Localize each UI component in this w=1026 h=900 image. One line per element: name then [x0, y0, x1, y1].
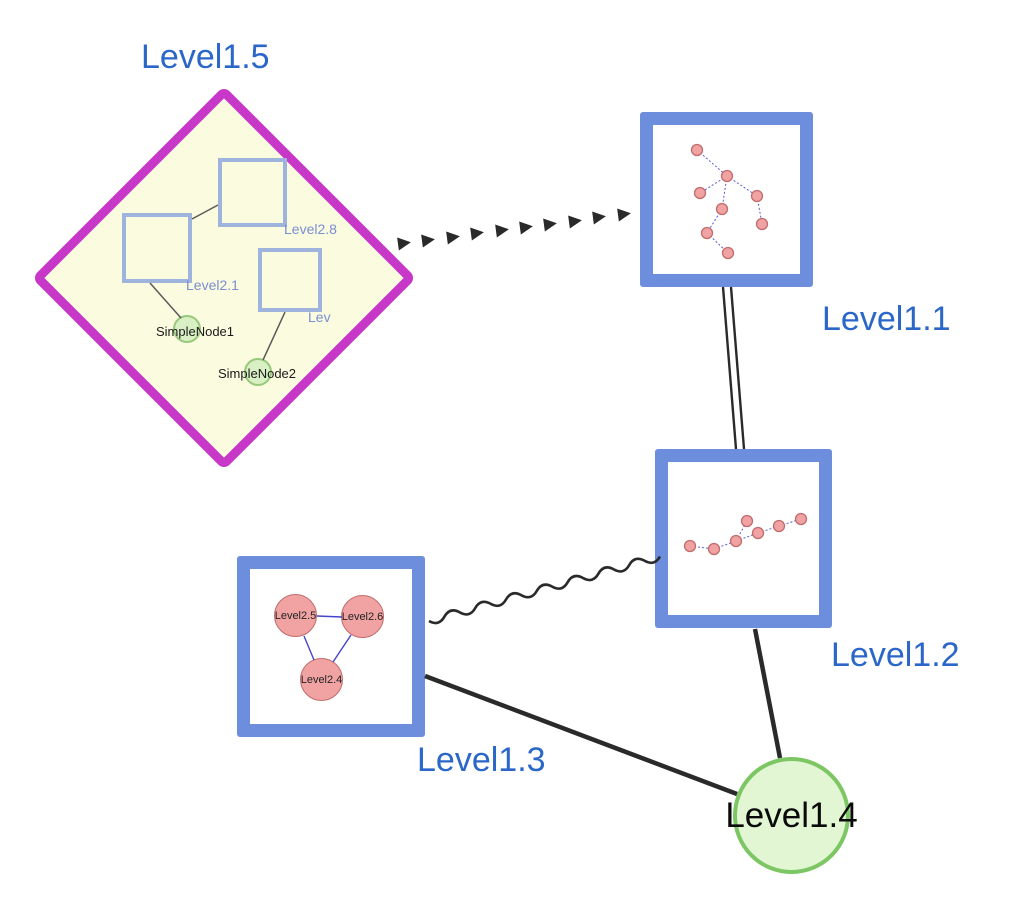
- node-simplenode1[interactable]: [173, 315, 201, 343]
- label-level2-6: Level2.6: [341, 610, 384, 623]
- edge-level1-2-to-level1-4[interactable]: [752, 628, 783, 759]
- arrowhead-icon: [592, 211, 606, 225]
- node-level2-4[interactable]: Level2.4: [300, 658, 343, 701]
- arrowhead-icon: [421, 234, 435, 248]
- label-level1-5: Level1.5: [141, 38, 270, 76]
- label-level2-1: Level2.1: [186, 277, 239, 293]
- node-level2-5[interactable]: Level2.5: [274, 594, 317, 637]
- edge-level1-1-to-level1-2[interactable]: [721, 286, 746, 450]
- node-level1-3[interactable]: [237, 556, 425, 737]
- label-level1-4: Level1.4: [725, 795, 858, 835]
- arrowhead-icon: [568, 215, 582, 229]
- node-level2-1[interactable]: [122, 213, 192, 283]
- arrowhead-icon: [397, 237, 411, 251]
- edge-line: [729, 286, 746, 450]
- arrowhead-icon: [470, 227, 484, 241]
- label-level2-5: Level2.5: [274, 609, 317, 622]
- node-level1-4[interactable]: Level1.4: [725, 757, 858, 874]
- arrowhead-icon: [519, 221, 533, 235]
- label-level1-2: Level1.2: [831, 636, 960, 674]
- edge-level1-3-to-level1-2[interactable]: [428, 555, 662, 625]
- edge-line: [721, 286, 738, 450]
- arrowhead-icon: [446, 231, 460, 245]
- label-level2-lev: Lev: [308, 309, 331, 325]
- arrowhead-icon: [543, 218, 557, 232]
- node-level2-8[interactable]: [218, 158, 287, 227]
- arrowhead-icon: [617, 208, 631, 222]
- label-level1-3: Level1.3: [417, 741, 546, 779]
- node-simplenode2[interactable]: [244, 358, 272, 386]
- label-simplenode2: SimpleNode2: [217, 366, 297, 381]
- arrowhead-icon: [495, 224, 509, 238]
- label-simplenode1: SimpleNode1: [155, 324, 235, 339]
- node-level1-1[interactable]: [640, 112, 813, 287]
- node-level1-2[interactable]: [655, 449, 832, 628]
- edge-level1-5-to-level1-1[interactable]: [397, 207, 632, 251]
- node-level2-6[interactable]: Level2.6: [341, 595, 384, 638]
- node-level2-lev[interactable]: [258, 248, 322, 312]
- label-level2-8: Level2.8: [284, 221, 337, 237]
- label-level1-1: Level1.1: [822, 300, 951, 338]
- label-level2-4: Level2.4: [300, 673, 343, 686]
